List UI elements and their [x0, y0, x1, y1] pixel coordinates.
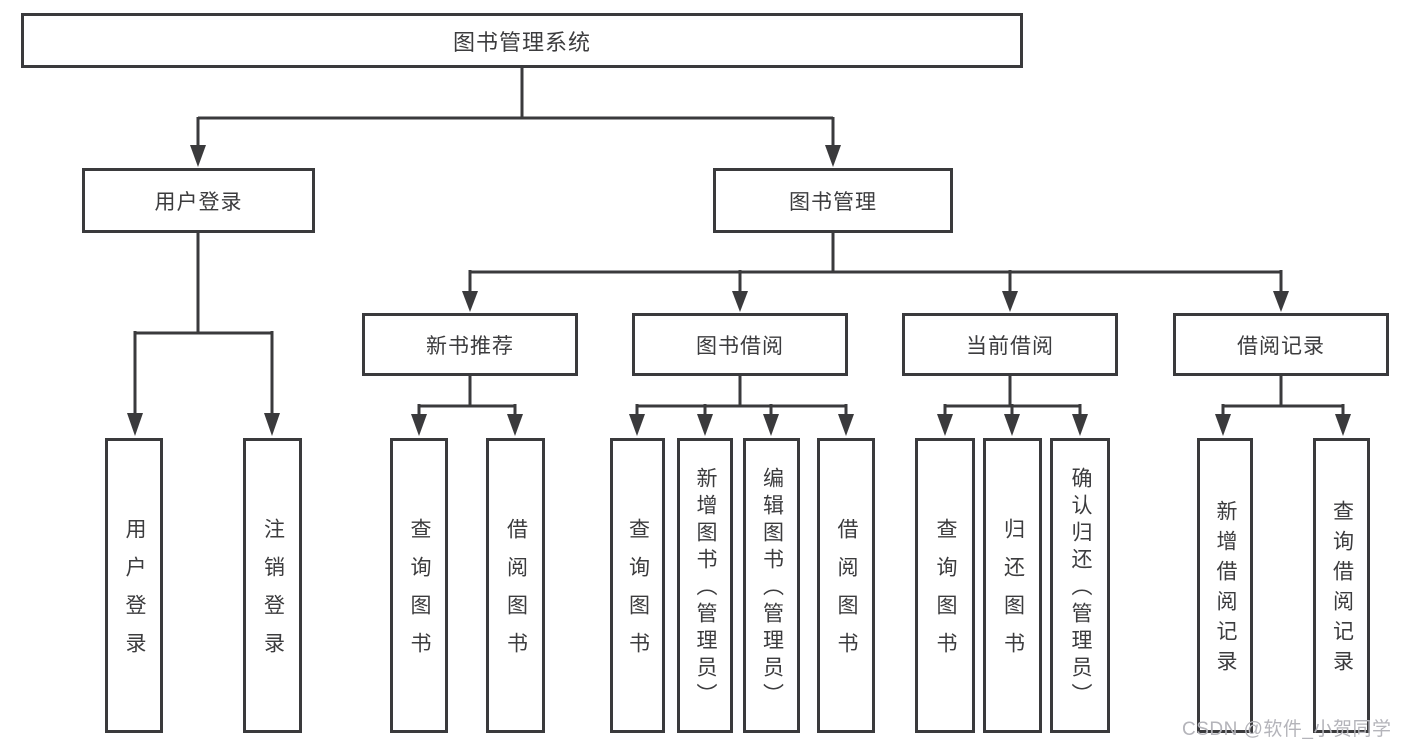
leaf-label: 查询图书 — [934, 518, 957, 670]
leaf-query-books-borrow: 查询图书 — [610, 438, 665, 733]
leaf-label: 新增借阅记录 — [1214, 500, 1237, 680]
leaf-add-books-admin: 新增图书（管理员） — [677, 438, 733, 733]
leaf-borrow-books: 借阅图书 — [817, 438, 875, 733]
leaf-query-books-current: 查询图书 — [915, 438, 975, 733]
node-user-login: 用户登录 — [82, 168, 315, 233]
leaf-label: 注销登录 — [261, 518, 285, 670]
leaf-label: 新增图书（管理员） — [694, 467, 717, 710]
node-library-system: 图书管理系统 — [21, 13, 1023, 68]
leaf-add-borrow-record: 新增借阅记录 — [1197, 438, 1253, 733]
leaf-return-books: 归还图书 — [983, 438, 1042, 733]
leaf-label: 确认归还（管理员） — [1069, 467, 1092, 710]
leaf-label: 用户登录 — [123, 518, 146, 670]
leaf-logout: 注销登录 — [243, 438, 302, 733]
leaf-label: 借阅图书 — [504, 518, 528, 670]
leaf-label: 查询图书 — [626, 518, 650, 670]
node-borrow-records: 借阅记录 — [1173, 313, 1389, 376]
leaf-borrow-books-recommend: 借阅图书 — [486, 438, 545, 733]
node-book-management: 图书管理 — [713, 168, 953, 233]
leaf-query-books-recommend: 查询图书 — [390, 438, 448, 733]
leaf-confirm-return-admin: 确认归还（管理员） — [1050, 438, 1110, 733]
leaf-label: 借阅图书 — [835, 518, 858, 670]
node-new-book-recommend: 新书推荐 — [362, 313, 578, 376]
leaf-query-borrow-record: 查询借阅记录 — [1313, 438, 1370, 733]
leaf-label: 查询借阅记录 — [1330, 500, 1354, 680]
csdn-watermark: CSDN @软件_小贺同学 — [1182, 719, 1392, 740]
leaf-edit-books-admin: 编辑图书（管理员） — [743, 438, 800, 733]
leaf-label: 归还图书 — [1001, 518, 1025, 670]
node-book-borrow: 图书借阅 — [632, 313, 848, 376]
node-current-borrow: 当前借阅 — [902, 313, 1118, 376]
leaf-user-login: 用户登录 — [105, 438, 163, 733]
leaf-label: 查询图书 — [408, 518, 431, 670]
leaf-label: 编辑图书（管理员） — [760, 467, 784, 710]
